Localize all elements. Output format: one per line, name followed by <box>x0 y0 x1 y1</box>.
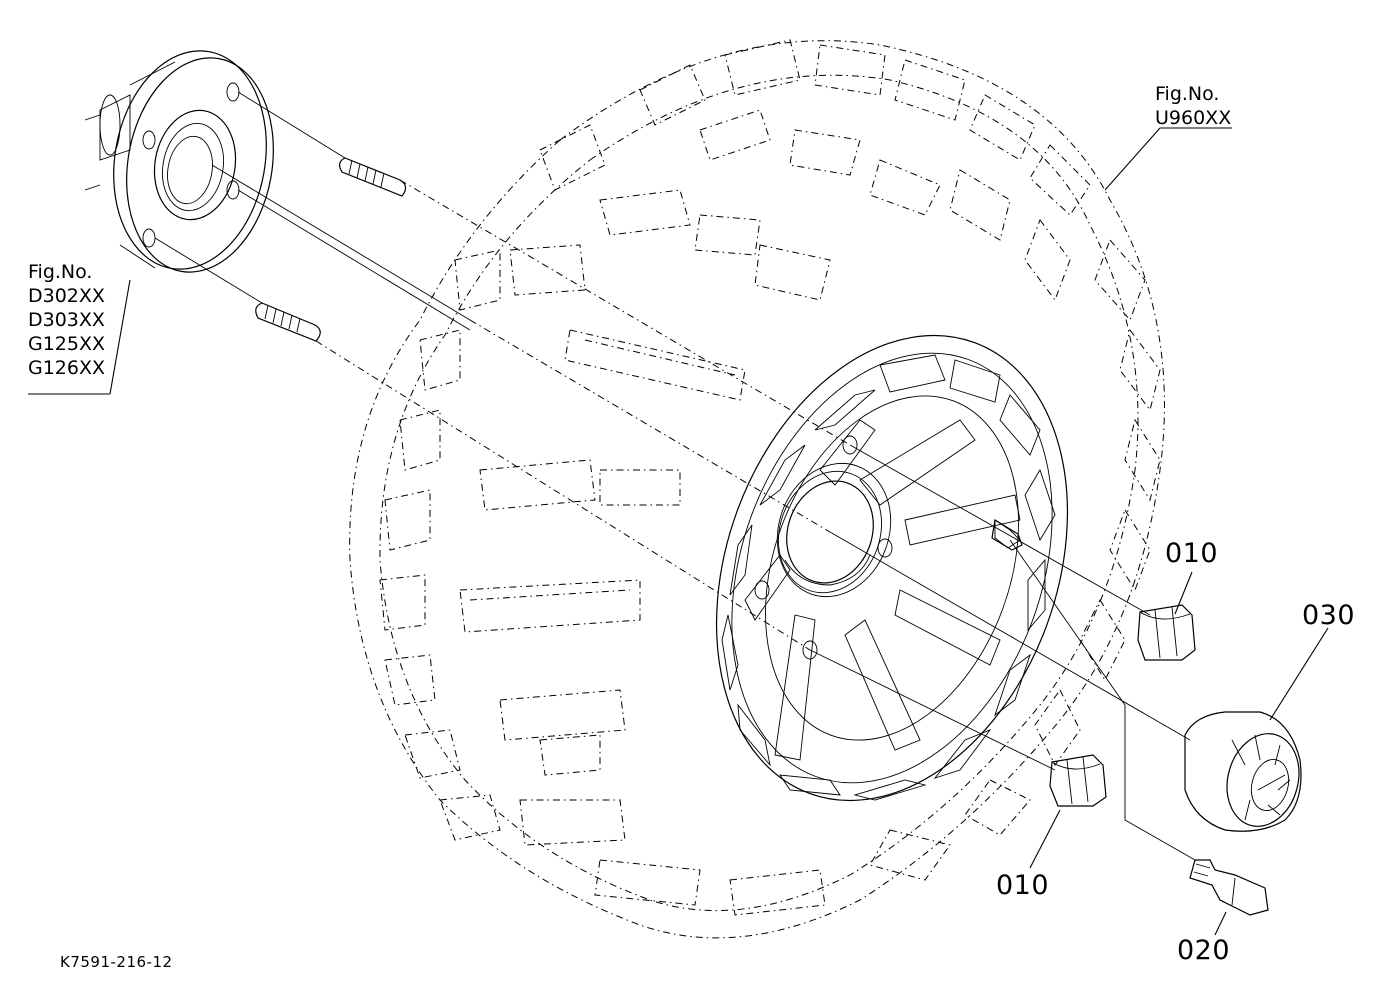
callout-lug-nut-upper: 010 <box>1165 538 1219 569</box>
wheel-stud-lower <box>255 302 321 342</box>
valve-stem-installed <box>991 519 1023 551</box>
callout-center-cap: 030 <box>1302 600 1356 631</box>
drawing-code: K7591-216-12 <box>60 953 173 971</box>
wheel-rim <box>715 334 1069 802</box>
leader-lines <box>28 127 1329 936</box>
callout-lug-nut-lower: 010 <box>996 870 1050 901</box>
wheel-stud-upper <box>339 157 407 197</box>
valve-stem-part <box>1189 859 1269 916</box>
center-cap <box>1184 711 1302 832</box>
lug-nut-upper <box>1137 604 1196 661</box>
wheel-hub <box>84 50 274 273</box>
assembly-axes <box>154 91 1196 861</box>
hub-fig-number: G125XX <box>28 333 106 355</box>
hub-figure-reference: Fig.No. D302XX D303XX G125XX G126XX <box>28 260 105 380</box>
tire <box>349 39 1165 939</box>
tire-fig-number: U960XX <box>1155 107 1232 129</box>
tire-fig-label: Fig.No. <box>1155 83 1220 105</box>
hub-fig-number: D302XX <box>28 285 105 307</box>
hub-fig-number: D303XX <box>28 309 105 331</box>
hub-fig-number: G126XX <box>28 357 106 379</box>
hub-fig-label: Fig.No. <box>28 261 93 283</box>
lug-nut-lower <box>1049 754 1107 807</box>
tire-figure-reference: Fig.No. U960XX <box>1155 82 1231 130</box>
callout-valve-stem: 020 <box>1177 935 1231 966</box>
